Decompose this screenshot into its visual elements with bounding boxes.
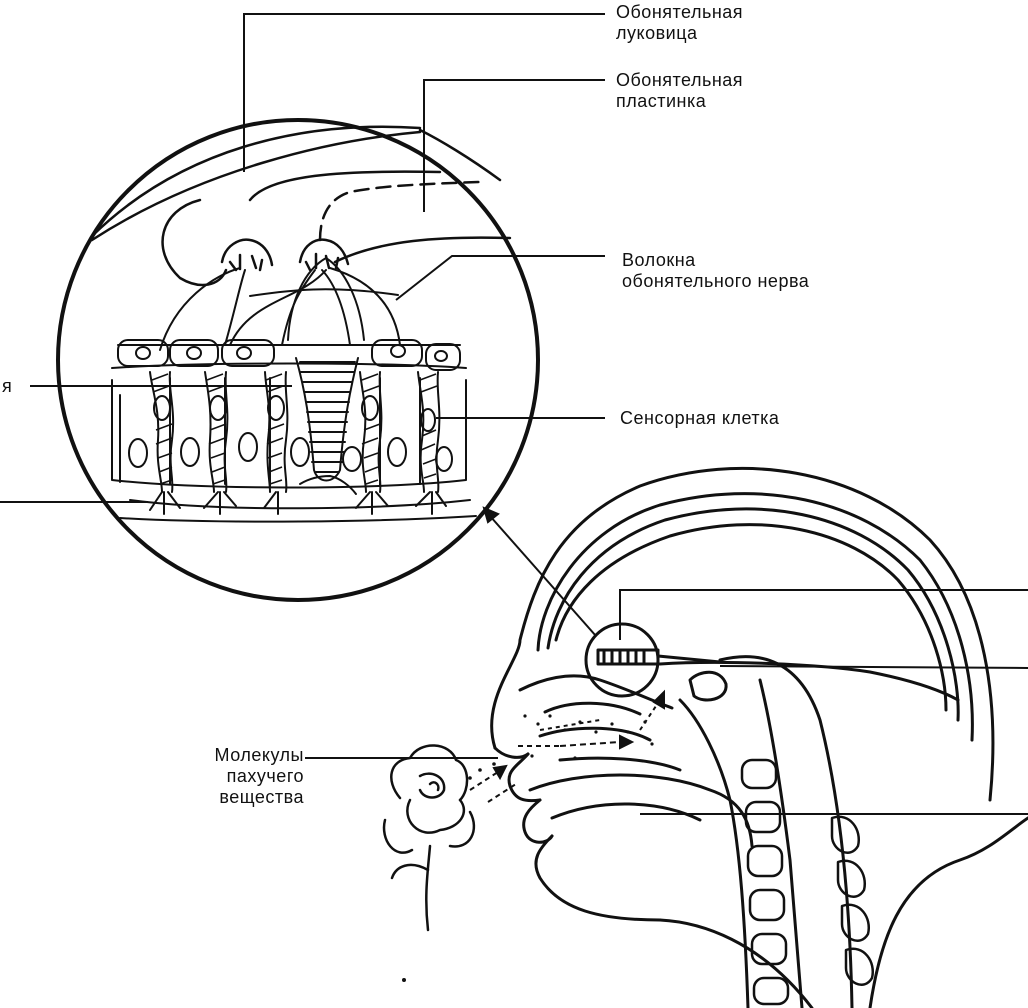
sensory-cells bbox=[149, 371, 447, 515]
label-olfactory-plate: Обонятельная пластинка bbox=[616, 70, 744, 111]
magnify-pointer bbox=[482, 506, 597, 637]
supporting-cells bbox=[117, 339, 461, 487]
label-sensory-cell: Сенсорная клетка bbox=[620, 408, 780, 428]
leader-olfactory-plate bbox=[423, 79, 605, 212]
leader-olfactory-bulb bbox=[243, 13, 605, 172]
epithelium bbox=[111, 344, 477, 523]
head-outline bbox=[490, 466, 1028, 1008]
airflow-arrows bbox=[518, 689, 665, 750]
rose-illustration bbox=[382, 744, 476, 932]
leader-lines bbox=[0, 13, 1028, 815]
label-cut-left-fragment: я bbox=[2, 376, 13, 396]
label-odor-molecules: Молекулы пахучего вещества bbox=[214, 745, 304, 807]
glomeruli bbox=[220, 238, 350, 272]
sensory-cell-hatching bbox=[151, 373, 438, 485]
label-nerve-fibers: Волокна обонятельного нерва bbox=[622, 250, 810, 291]
leader-nerve-fibers bbox=[395, 255, 605, 301]
molecule-stream-arrows bbox=[469, 764, 517, 803]
stray-dot bbox=[402, 978, 406, 982]
vertebrae bbox=[740, 758, 875, 1006]
magnified-view-circle bbox=[56, 118, 540, 602]
olfactory-region-circle bbox=[584, 622, 728, 702]
leader-right-upper bbox=[619, 589, 1028, 640]
odor-molecule-dots bbox=[468, 714, 654, 780]
olfactory-bulb-shape bbox=[90, 125, 512, 287]
bowman-gland bbox=[287, 257, 365, 495]
label-olfactory-bulb: Обонятельная луковица bbox=[616, 2, 744, 43]
leader-right-middle bbox=[719, 665, 1028, 669]
